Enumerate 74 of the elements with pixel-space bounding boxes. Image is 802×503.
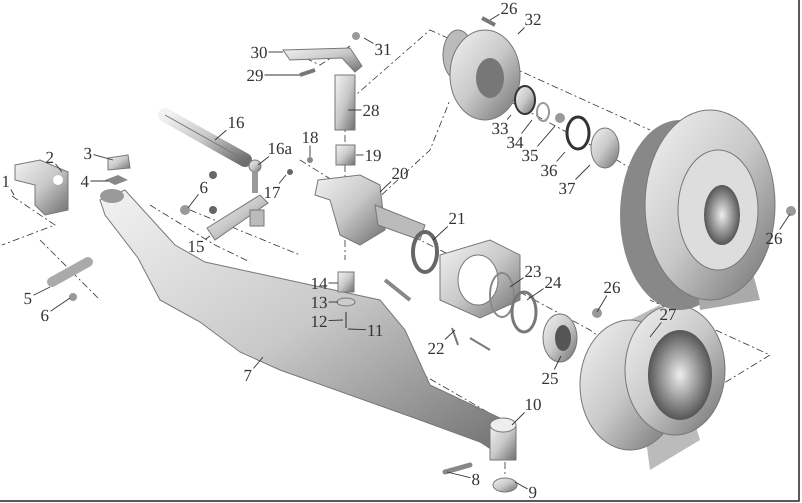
callout-number: 1 (0, 172, 11, 190)
leader-line (205, 236, 210, 240)
callout-number: 18 (300, 128, 320, 146)
leader-line (490, 14, 500, 20)
leader-line (446, 472, 471, 478)
leader-line (364, 38, 374, 44)
callout-number: 16 (226, 114, 246, 130)
leader-line (526, 288, 544, 300)
leader-line (596, 295, 608, 312)
callout-number: 37 (558, 180, 576, 196)
callout-number: 11 (366, 322, 384, 338)
leader-line (575, 164, 590, 180)
callout-number: 16a (266, 140, 294, 156)
callout-number: 8 (470, 470, 481, 488)
callout-number: 12 (310, 312, 328, 330)
callout-number: 26 (500, 0, 518, 17)
callout-number: 6 (40, 306, 50, 324)
callout-number: 24 (544, 274, 562, 290)
leader-line (650, 322, 662, 338)
callout-number: 33 (490, 120, 510, 136)
leader-line (512, 412, 525, 426)
leader-line (90, 180, 108, 182)
leader-line (432, 226, 448, 240)
callout-number: 4 (80, 172, 90, 190)
leader-line (779, 214, 790, 230)
callout-number: 6 (198, 178, 209, 196)
leader-line (380, 181, 392, 192)
callout-number: 21 (448, 210, 466, 226)
leader-line (55, 163, 62, 172)
leader-line (444, 330, 456, 340)
leader-line (554, 356, 562, 370)
callout-number: 27 (658, 306, 678, 322)
leader-line (510, 277, 524, 288)
leader-line (10, 189, 14, 196)
callout-number: 3 (82, 144, 93, 162)
callout-number: 2 (44, 148, 55, 166)
leader-line (518, 27, 525, 34)
callout-number: 36 (540, 162, 558, 178)
leader-line (521, 120, 532, 134)
callout-number: 25 (540, 370, 560, 386)
callout-number: 5 (22, 290, 33, 306)
leader-line (506, 114, 512, 120)
leader-line (328, 282, 338, 284)
leader-line (188, 194, 199, 208)
callout-number: 28 (362, 102, 380, 118)
callout-number: 22 (426, 340, 446, 356)
callout-number: 9 (528, 484, 538, 500)
leader-line (50, 298, 70, 312)
callout-number: 10 (524, 396, 542, 412)
callout-number: 17 (262, 184, 282, 200)
callout-number: 31 (374, 40, 392, 58)
callout-number: 20 (390, 164, 410, 182)
leader-line (556, 152, 566, 162)
callout-number: 13 (310, 294, 328, 310)
leader-line (328, 320, 344, 322)
leader-line (278, 174, 286, 184)
callout-number: 30 (250, 44, 268, 60)
leader-line (264, 74, 300, 76)
leader-line (93, 154, 114, 160)
callout-number: 26 (602, 278, 622, 296)
leader-line (356, 154, 364, 156)
leader-line (348, 328, 366, 330)
callout-number: 15 (186, 238, 206, 254)
leader-line (258, 156, 270, 166)
callout-number: 23 (524, 262, 542, 280)
leader-line (33, 286, 50, 296)
callout-number: 19 (364, 146, 382, 164)
leader-line (536, 126, 556, 147)
leader-line (514, 482, 528, 490)
callout-number: 7 (242, 366, 253, 384)
leader-line (253, 356, 264, 369)
callout-number: 29 (246, 66, 264, 84)
leader-line (214, 130, 227, 140)
callout-number: 32 (524, 10, 542, 28)
